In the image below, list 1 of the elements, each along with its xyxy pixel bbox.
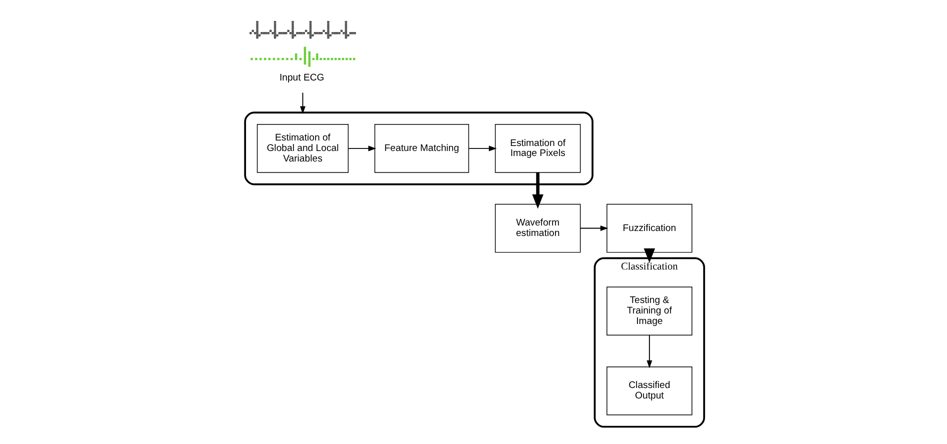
node-label: Input ECG: [279, 72, 324, 84]
